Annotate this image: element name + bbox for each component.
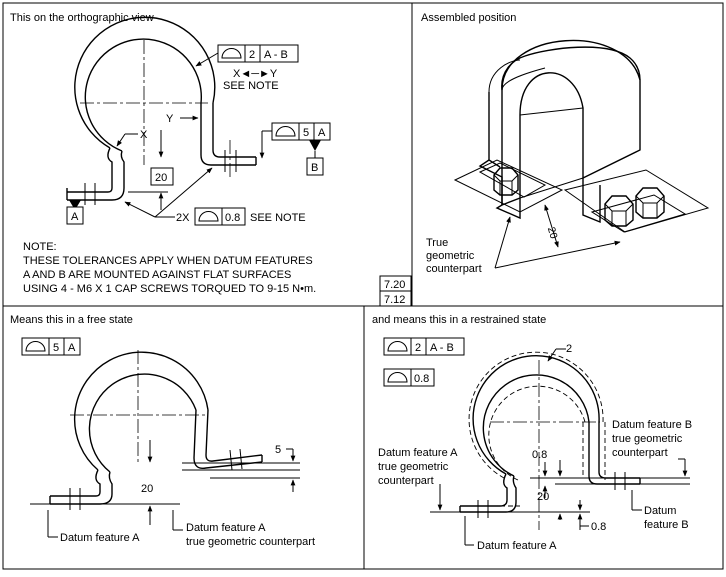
panel-title: Assembled position <box>421 12 516 24</box>
dim-20: 20 <box>155 172 167 184</box>
label-datum-a: Datum feature A <box>477 540 557 552</box>
label-left-2: counterpart <box>378 475 434 487</box>
ref-number-1: 7.12 <box>384 294 405 306</box>
fcf-top-datums: A - B <box>264 49 288 61</box>
profile-of-surface-icon <box>387 372 408 383</box>
fcf1-tolerance: 2 <box>415 342 421 354</box>
datum-triangle-icon <box>309 140 321 151</box>
fcf-right-tolerance: 5 <box>303 127 309 139</box>
panel-orthographic: This on the orthographic view X <box>10 12 412 307</box>
note-line-1: THESE TOLERANCES APPLY WHEN DATUM FEATUR… <box>23 255 313 267</box>
panel-borders <box>2 2 724 570</box>
datum-triangle-icon <box>69 200 81 210</box>
panel-assembled: Assembled position <box>421 12 710 275</box>
profile-of-surface-icon <box>275 126 296 137</box>
x-to-y-label: X◄─►Y <box>233 68 278 80</box>
hatch-pattern <box>453 159 564 213</box>
fcf-tolerance: 5 <box>53 342 59 354</box>
bolt-heads <box>493 167 665 227</box>
label-left-1: true geometric <box>378 461 449 473</box>
panel-restrained-state: and means this in a restrained state 2 A… <box>372 314 692 552</box>
dim-20: 20 <box>141 483 153 495</box>
tgc-label-1: geometric <box>426 250 475 262</box>
label-datum-b-0: Datum <box>644 505 676 517</box>
label-right-2: counterpart <box>612 447 668 459</box>
fcf2-tolerance: 0.8 <box>414 373 429 385</box>
label-x: X <box>140 129 148 141</box>
label-y: Y <box>166 113 174 125</box>
note-line-3: USING 4 - M6 X 1 CAP SCREWS TORQUED TO 9… <box>23 283 316 295</box>
datum-b-label: B <box>311 162 318 174</box>
profile-of-surface-icon <box>387 341 408 352</box>
ortho-annotations: X Y 2 A - B X◄─►Y SEE NOTE 5 A <box>23 44 412 307</box>
label-datum-a: Datum feature A <box>60 532 140 544</box>
profile-of-surface-icon <box>221 48 242 59</box>
fcf-bottom-prefix: 2X <box>176 212 190 224</box>
panel-title: and means this in a restrained state <box>372 314 546 326</box>
label-tgc-0: Datum feature A <box>186 522 266 534</box>
dim-2: 2 <box>566 343 572 355</box>
panel-title: This on the orthographic view <box>10 12 154 24</box>
panel-title: Means this in a free state <box>10 314 133 326</box>
ref-number-0: 7.20 <box>384 279 405 291</box>
profile-of-surface-icon <box>25 341 46 352</box>
fcf-top-tolerance: 2 <box>249 49 255 61</box>
note-line-2: A AND B ARE MOUNTED AGAINST FLAT SURFACE… <box>23 269 291 281</box>
datum-a-label: A <box>71 211 79 223</box>
label-datum-b-1: feature B <box>644 519 689 531</box>
fcf1-datums: A - B <box>430 342 454 354</box>
tgc-label-0: True <box>426 237 448 249</box>
clamp-free-outline <box>49 350 263 510</box>
dim-5: 5 <box>275 444 281 456</box>
clamp-isometric <box>478 39 641 224</box>
dim-08-top: 0.8 <box>532 449 547 461</box>
panel-free-state: Means this in a free state 5 A <box>10 314 315 548</box>
label-tgc-1: true geometric counterpart <box>186 536 315 548</box>
dim-20: 20 <box>545 226 560 241</box>
fcf-right-datum: A <box>318 127 326 139</box>
clamp-outline <box>66 16 257 205</box>
dim-20: 20 <box>537 491 549 503</box>
see-note-label-2: SEE NOTE <box>250 212 306 224</box>
see-note-label: SEE NOTE <box>223 80 279 92</box>
note-line-0: NOTE: <box>23 241 57 253</box>
fcf-bottom-value: 0.8 <box>225 212 240 224</box>
label-right-0: Datum feature B <box>612 419 692 431</box>
fcf-datum: A <box>68 342 76 354</box>
tgc-label-2: counterpart <box>426 263 482 275</box>
label-right-1: true geometric <box>612 433 683 445</box>
label-left-0: Datum feature A <box>378 447 458 459</box>
dim-08-bot: 0.8 <box>591 521 606 533</box>
profile-of-surface-icon <box>198 211 219 222</box>
